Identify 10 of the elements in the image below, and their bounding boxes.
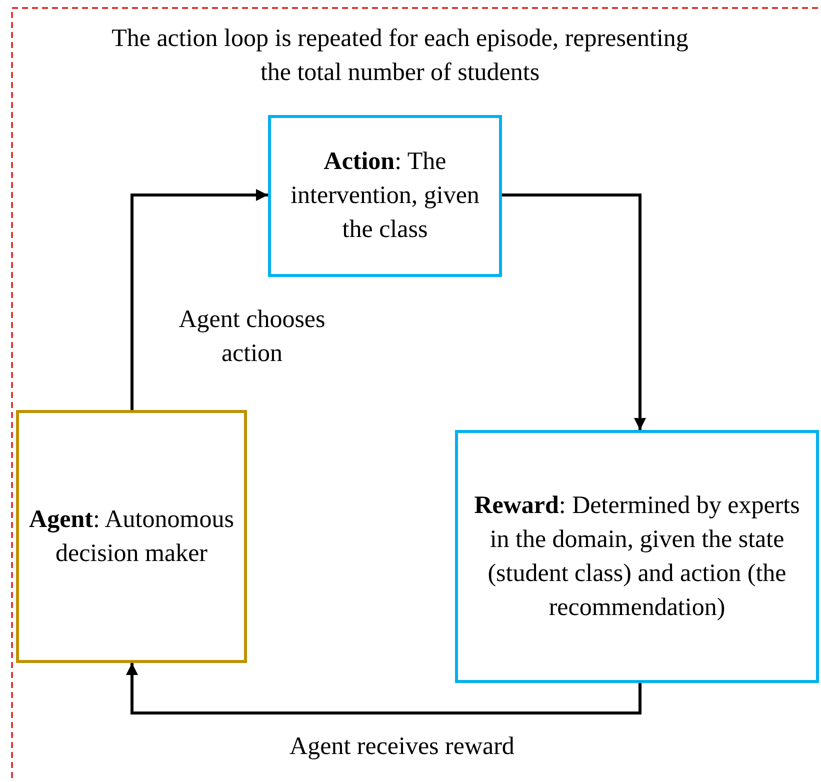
process-box	[16, 410, 247, 663]
box-text: Action: The intervention, given the class	[290, 147, 480, 245]
diagram-title: The action loop is repeated for each episode, representing the total number of students	[110, 24, 690, 88]
process-box	[268, 115, 502, 277]
arrow	[130, 189, 268, 410]
box-text: Agent: Autonomous decision maker	[29, 504, 234, 568]
arrow	[502, 194, 646, 430]
box-text: Reward: Determined by experts in the domain, given the state (student class) and action (the recommendation)	[473, 490, 801, 622]
arrow	[126, 663, 642, 714]
process-box	[455, 430, 819, 683]
